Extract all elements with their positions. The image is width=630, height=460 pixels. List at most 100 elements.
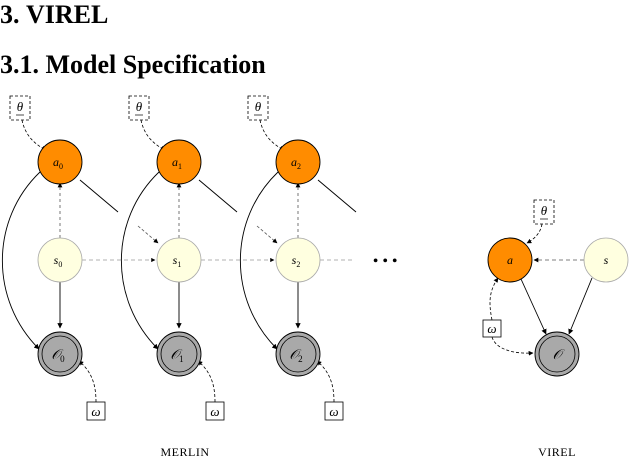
virel-diagram: θ a s 𝒪 ω VIRE [482, 199, 629, 459]
merlin-theta-1: θ [128, 95, 150, 121]
subsection-number: 3.1. [0, 50, 39, 79]
theta-box [9, 95, 31, 121]
omega-box [86, 401, 106, 421]
action-node-circle [37, 139, 83, 185]
virel-theta-to-action-edge [526, 223, 543, 244]
optimality-node-outer [275, 331, 321, 377]
merlin-omega-1: ω [205, 401, 225, 421]
virel-action-node: a [487, 237, 533, 283]
action-to-optimality-edge-1 [121, 171, 160, 350]
state-symbol: s [292, 253, 297, 267]
action-node-circle [275, 139, 321, 185]
section-number: 3. [0, 0, 20, 29]
theta-label: θ [17, 99, 24, 114]
action-subscript: 0 [59, 162, 63, 171]
theta-box [247, 95, 269, 121]
action-to-optimality-edge-0 [2, 171, 41, 350]
action-subscript: 2 [297, 162, 301, 171]
virel-omega-to-optimality-edge [491, 336, 534, 356]
state-symbol: s [54, 253, 59, 267]
omega-label: ω [487, 321, 496, 336]
optimality-subscript: 2 [298, 354, 303, 364]
action-to-next-state-edge-0 [79, 179, 119, 213]
virel-omega: ω [482, 319, 502, 338]
action-node-circle [156, 139, 202, 185]
action-symbol: a [53, 155, 59, 169]
action-node-label: a [507, 253, 513, 267]
omega-to-optimality-edge-1 [197, 360, 216, 403]
theta-box [128, 95, 150, 121]
merlin-state-node-1: s1 [156, 237, 202, 283]
state-node-circle [583, 237, 629, 283]
action-to-optimality-edge-2 [240, 171, 279, 350]
omega-to-optimality-edge-2 [316, 360, 335, 403]
omega-label: ω [329, 404, 338, 419]
optimality-subscript: 0 [60, 354, 65, 364]
subsection-title: Model Specification [45, 50, 266, 79]
virel-action-to-optimality-edge [520, 278, 547, 335]
state-node-label: s2 [292, 253, 301, 269]
theta-label: θ [255, 99, 262, 114]
omega-label: ω [91, 404, 100, 419]
action-to-next-state-edge-2 [317, 179, 357, 213]
section-heading: 3. VIREL [0, 0, 108, 30]
state-node-circle [275, 237, 321, 283]
optimality-node-inner [160, 335, 198, 373]
state-node-circle [37, 237, 83, 283]
merlin-optimality-node-1: 𝒪1 [156, 331, 202, 377]
theta-label: θ [136, 99, 143, 114]
optimality-subscript: 1 [179, 354, 184, 364]
theta-to-action-edge-1 [140, 119, 166, 151]
state-subscript: 1 [177, 260, 181, 269]
virel-omega-to-action-edge [489, 277, 499, 321]
optimality-node-inner [538, 335, 576, 373]
theta-to-action-edge-2 [259, 119, 285, 151]
omega-box [482, 319, 502, 338]
theta-box [533, 199, 555, 225]
virel-caption: VIREL [538, 445, 576, 459]
state-subscript: 2 [296, 260, 300, 269]
state-node-circle [156, 237, 202, 283]
action-node-circle [487, 237, 533, 283]
merlin-ellipsis: • • • [373, 253, 398, 270]
state-subscript: 0 [58, 260, 62, 269]
merlin-action-node-2: a2 [275, 139, 321, 185]
action-subscript: 1 [178, 162, 182, 171]
virel-theta: θ [533, 199, 555, 225]
merlin-state-node-2: s2 [275, 237, 321, 283]
section-title: VIREL [26, 0, 109, 29]
optimality-node-inner [41, 335, 79, 373]
subsection-heading: 3.1. Model Specification [0, 50, 266, 80]
state-node-label: s [604, 253, 609, 267]
optimality-node-outer [534, 331, 580, 377]
merlin-state-node-0: s0 [37, 237, 83, 283]
action-to-next-state-arrival-2 [256, 225, 278, 244]
state-node-label: s0 [54, 253, 63, 269]
merlin-caption: MERLIN [161, 445, 210, 459]
optimality-node-outer [156, 331, 202, 377]
merlin-optimality-node-2: 𝒪2 [275, 331, 321, 377]
virel-optimality-node: 𝒪 [534, 331, 580, 377]
omega-label: ω [210, 404, 219, 419]
state-node-label: s1 [173, 253, 182, 269]
theta-label: θ [541, 203, 548, 218]
merlin-diagram: θ θ θ [2, 95, 398, 459]
action-node-label: a2 [291, 155, 301, 171]
omega-box [324, 401, 344, 421]
merlin-theta-0: θ [9, 95, 31, 121]
omega-box [205, 401, 225, 421]
merlin-omega-0: ω [86, 401, 106, 421]
theta-to-action-edge-0 [21, 119, 47, 151]
action-symbol: a [291, 155, 297, 169]
merlin-action-node-0: a0 [37, 139, 83, 185]
merlin-action-node-1: a1 [156, 139, 202, 185]
omega-to-optimality-edge-0 [78, 360, 97, 403]
optimality-node-outer [37, 331, 83, 377]
virel-state-node: s [583, 237, 629, 283]
action-symbol: a [172, 155, 178, 169]
merlin-omega-2: ω [324, 401, 344, 421]
action-node-label: a1 [172, 155, 182, 171]
virel-state-to-optimality-edge [568, 277, 593, 335]
action-to-next-state-arrival-1 [137, 225, 159, 244]
